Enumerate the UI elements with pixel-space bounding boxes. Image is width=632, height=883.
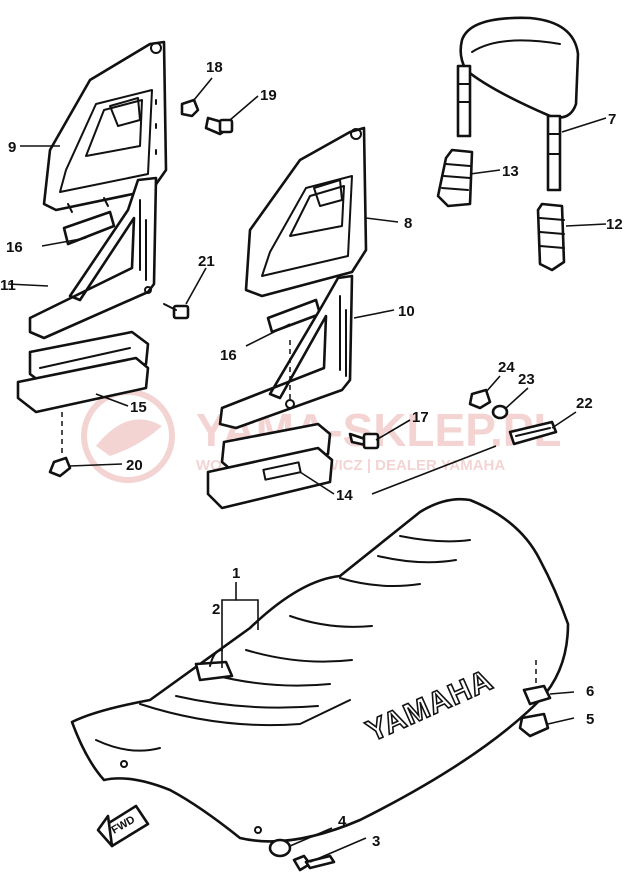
callout-24: 24 bbox=[498, 359, 515, 376]
bolt-21 bbox=[163, 303, 190, 320]
right-back-plate bbox=[244, 126, 368, 298]
bolt-3 bbox=[292, 854, 336, 872]
callout-19: 19 bbox=[260, 87, 277, 104]
fastener-20 bbox=[48, 412, 72, 478]
nut-24 bbox=[468, 388, 492, 410]
callout-5: 5 bbox=[586, 711, 594, 728]
callout-1: 1 bbox=[232, 565, 240, 582]
callout-labels: 1 2 3 4 5 6 7 8 9 10 11 12 13 14 15 16 1… bbox=[0, 59, 623, 850]
callout-15: 15 bbox=[130, 399, 147, 416]
bolt-19 bbox=[204, 116, 234, 136]
callout-7: 7 bbox=[608, 111, 616, 128]
callout-2: 2 bbox=[212, 601, 220, 618]
seat: YAMAHA bbox=[70, 497, 570, 843]
left-bracket bbox=[28, 176, 158, 340]
callout-17: 17 bbox=[412, 409, 429, 426]
left-cushion-pad bbox=[16, 330, 150, 414]
bolt-17 bbox=[348, 432, 380, 450]
callout-11: 11 bbox=[0, 277, 16, 294]
callout-8: 8 bbox=[404, 215, 412, 232]
callout-16-right: 16 bbox=[220, 347, 237, 364]
callout-16-left: 16 bbox=[6, 239, 23, 256]
seat-strap bbox=[194, 649, 234, 682]
callout-21: 21 bbox=[198, 253, 215, 270]
callout-18: 18 bbox=[206, 59, 223, 76]
callout-22: 22 bbox=[576, 395, 593, 412]
cap-nut-5 bbox=[518, 712, 550, 738]
clip-22 bbox=[508, 420, 558, 446]
right-cushion-pad bbox=[206, 422, 334, 510]
callout-9: 9 bbox=[8, 139, 16, 156]
watermark-logo-swoosh-icon bbox=[96, 419, 162, 456]
washer-23 bbox=[491, 404, 509, 420]
callout-6: 6 bbox=[586, 683, 594, 700]
nut-18 bbox=[180, 98, 200, 118]
rubber-grommet-12 bbox=[536, 202, 566, 272]
left-pad-strip bbox=[62, 210, 116, 246]
callout-3: 3 bbox=[372, 833, 380, 850]
callout-13: 13 bbox=[502, 163, 519, 180]
left-back-plate bbox=[42, 40, 168, 213]
leader-lines bbox=[7, 77, 607, 863]
callout-23: 23 bbox=[518, 371, 535, 388]
callout-4: 4 bbox=[338, 813, 347, 830]
backrest bbox=[456, 16, 580, 192]
callout-12: 12 bbox=[606, 216, 623, 233]
fwd-arrow-icon: FWD bbox=[96, 804, 150, 848]
callout-10: 10 bbox=[398, 303, 415, 320]
damper-6 bbox=[522, 684, 552, 706]
callout-20: 20 bbox=[126, 457, 143, 474]
right-bracket bbox=[218, 274, 354, 430]
washer-4 bbox=[268, 838, 292, 858]
callout-14: 14 bbox=[336, 487, 353, 504]
rubber-grommet-13 bbox=[436, 148, 474, 208]
